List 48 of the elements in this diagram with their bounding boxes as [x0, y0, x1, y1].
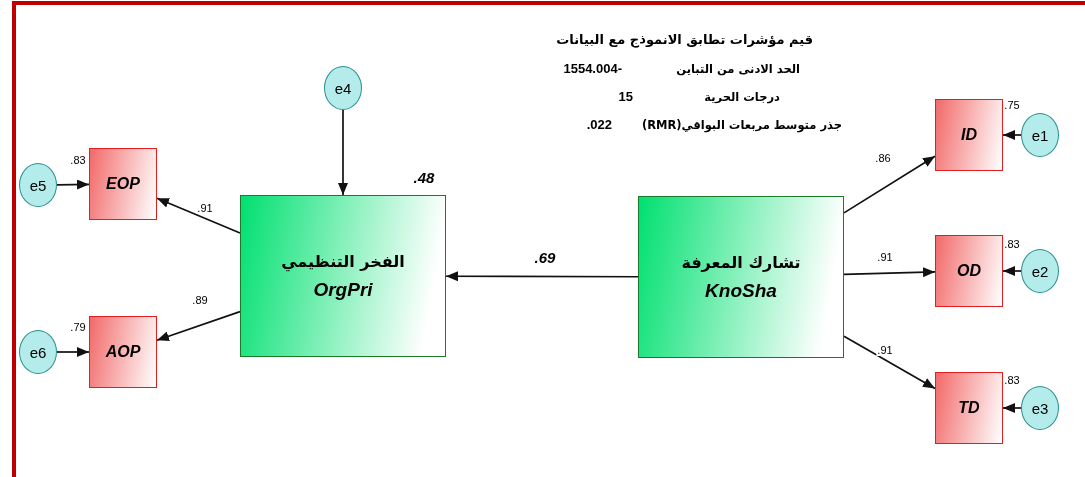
path-coefficient: .89 — [191, 294, 209, 306]
fit-index-name: درجات الحرية — [704, 89, 780, 105]
construct-box — [638, 196, 844, 358]
variance-value: .83 — [70, 154, 86, 166]
construct-code: OrgPri — [313, 278, 373, 302]
r-squared-value: .48 — [413, 170, 435, 186]
error-circle: e6 — [19, 330, 57, 374]
path-coefficient: .91 — [196, 202, 214, 214]
variance-value: .75 — [1004, 99, 1020, 111]
arrow — [1002, 130, 1022, 140]
construct-box — [240, 195, 446, 357]
arrow — [56, 179, 90, 190]
path-coefficient: .91 — [876, 344, 894, 356]
fit-index-name: جذر متوسط مربعات البواقي(RMR) — [641, 117, 842, 133]
arrow — [843, 267, 936, 278]
construct-code: KnoSha — [705, 279, 777, 303]
arrow — [445, 271, 639, 282]
variance-value: .79 — [70, 321, 86, 333]
fit-index-value: 15 — [618, 89, 633, 105]
arrow — [1002, 266, 1022, 276]
indicator-box: ID — [935, 99, 1003, 171]
path-coefficient: .86 — [874, 152, 892, 164]
arrow — [843, 155, 936, 214]
construct-name: تشارك المعرفة — [681, 252, 801, 274]
indicator-box: OD — [935, 235, 1003, 307]
error-circle: e3 — [1021, 386, 1059, 430]
error-circle: e5 — [19, 163, 57, 207]
error-circle: e2 — [1021, 249, 1059, 293]
arrow — [1002, 403, 1022, 413]
arrow — [338, 109, 348, 196]
arrow — [843, 335, 936, 390]
indicator-box: AOP — [89, 316, 157, 388]
path-coefficient: .69 — [533, 250, 557, 266]
indicator-box: EOP — [89, 148, 157, 220]
fit-index-name: الحد الادنى من التباين — [676, 61, 800, 77]
path-coefficient: .91 — [876, 251, 894, 263]
arrow — [156, 197, 241, 234]
arrow — [156, 310, 241, 342]
fit-index-value: .022 — [586, 117, 612, 133]
arrow — [56, 347, 90, 357]
fit-index-value: 1554.004- — [563, 61, 622, 77]
fit-indices-title: قيم مؤشرات تطابق الانموذج مع البيانات — [556, 32, 813, 48]
construct-name: الفخر التنظيمي — [281, 251, 405, 274]
variance-value: .83 — [1004, 238, 1020, 250]
error-circle: e1 — [1021, 113, 1059, 157]
variance-value: .83 — [1004, 374, 1020, 386]
indicator-box: TD — [935, 372, 1003, 444]
error-circle: e4 — [324, 66, 362, 110]
